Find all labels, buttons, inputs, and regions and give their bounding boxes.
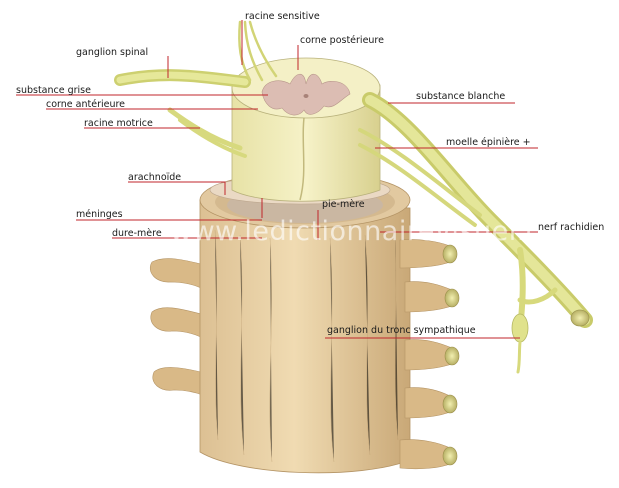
spinal-cord [231,57,381,202]
left-nerve-stubs [150,258,206,397]
label-racine-sensitive: racine sensitive [245,11,320,22]
label-moelle-epiniere: moelle épinière + [446,137,531,148]
label-arachnoide: arachnoïde [128,172,182,183]
label-ganglion-spinal: ganglion spinal [76,47,149,58]
label-corne-anterieure: corne antérieure [46,99,126,110]
label-substance-blanche: substance blanche [416,91,506,102]
label-nerf-rachidien: nerf rachidien [538,222,605,233]
label-racine-motrice: racine motrice [84,118,153,129]
label-dure-mere: dure-mère [112,228,162,239]
nerve-bundles [114,20,593,374]
watermark: www.ledictionnairevisuel.com [170,216,585,247]
leader-lines [16,20,538,339]
label-corne-posterieure: corne postérieure [300,35,384,46]
label-pie-mere: pie-mère [322,199,365,210]
right-nerve-stubs [399,239,460,470]
label-substance-grise: substance grise [16,85,91,96]
label-meninges: méninges [76,209,123,220]
label-ganglion-tronc-sympathique: ganglion du tronc sympathique [327,325,476,336]
